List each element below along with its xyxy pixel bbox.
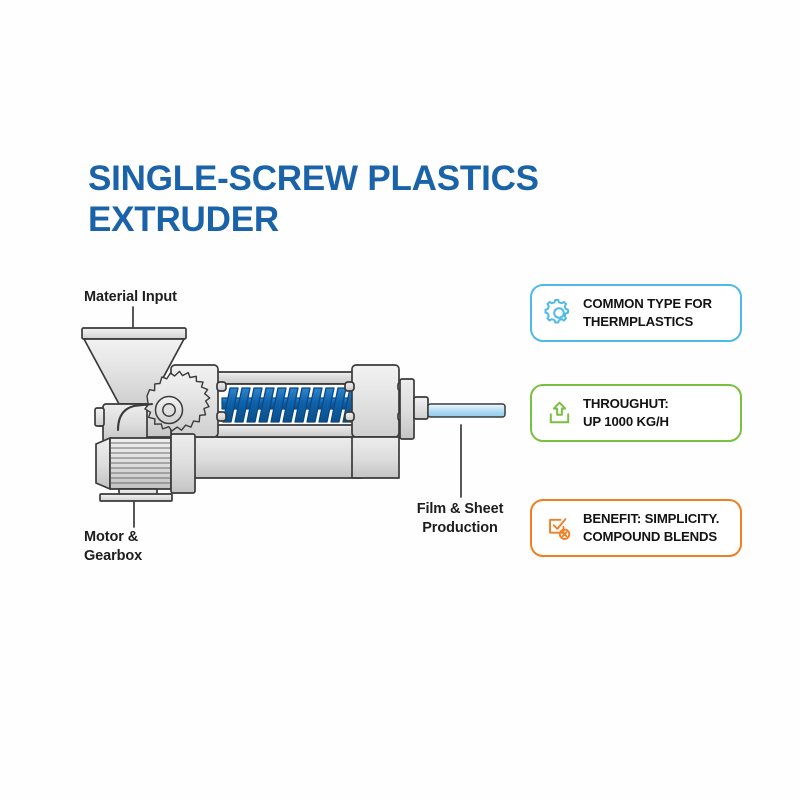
die-lower-block [351, 436, 400, 479]
motor-rear-bell [95, 437, 111, 490]
gearbox [94, 370, 211, 443]
extrudate-sheet [427, 403, 506, 418]
die-clamp-tab-left-bottom [344, 411, 355, 422]
callout-benefit-line-2: COMPOUND BLENDS [583, 529, 718, 544]
label-material-input-line-1: Material Input [84, 289, 177, 305]
motor-base-plate [99, 493, 173, 502]
die-flange-disc [399, 378, 415, 440]
screw [221, 387, 359, 423]
die-clamp-block [351, 364, 400, 438]
drive-gear-bore [162, 403, 176, 417]
callout-common-type-line-1: COMMON TYPE FOR [583, 296, 712, 312]
label-film-sheet-production: Film & Sheet Production [390, 500, 530, 538]
drive-gear [144, 370, 211, 432]
die-clamp-tab-left-top [344, 381, 355, 392]
callout-common-type[interactable]: COMMON TYPE FOR THERMPLASTICS [530, 284, 742, 342]
label-motor-gearbox: Motor & Gearbox [84, 528, 142, 566]
callout-benefit-text: BENEFIT: SIMPLICITY. COMPOUND BLENDS [583, 510, 719, 545]
motor-cooling-fins [110, 442, 171, 484]
callout-throughput-line-2: UP 1000 KG/H [583, 414, 669, 429]
extruder-base-slab [170, 436, 362, 479]
callout-benefit[interactable]: BENEFIT: SIMPLICITY. COMPOUND BLENDS [530, 499, 742, 557]
label-motor-gearbox-line-1: Motor & [84, 529, 139, 545]
callout-common-type-text: COMMON TYPE FOR THERMPLASTICS [583, 295, 712, 330]
feed-block-tab-right-bottom [216, 411, 227, 422]
screw-flights [222, 387, 359, 423]
barrel-bottom-rail [216, 424, 362, 438]
page-title-line-2: EXTRUDER [88, 200, 279, 240]
gearbox-side-boss [94, 407, 105, 427]
callout-benefit-line-1: BENEFIT: SIMPLICITY. [583, 511, 720, 527]
gearbox-link-arm [116, 402, 154, 432]
hopper-lid [81, 327, 187, 340]
feed-block-tab-right-top [216, 381, 227, 392]
barrel-top-rail [216, 371, 362, 385]
die-nozzle [413, 396, 429, 420]
page-title-line-1: SINGLE-SCREW PLASTICS [88, 159, 539, 198]
upload-tray-icon [542, 396, 576, 430]
callout-throughput-text: THROUGHUT: UP 1000 KG/H [583, 395, 669, 430]
callout-common-type-line-2: THERMPLASTICS [583, 314, 694, 329]
motor [95, 433, 196, 502]
label-motor-gearbox-line-2: Gearbox [84, 548, 143, 565]
label-film-sheet-line-1: Film & Sheet [416, 501, 504, 517]
page-title: SINGLE-SCREW PLASTICS EXTRUDER [88, 158, 608, 241]
label-film-sheet-line-2: Production [422, 520, 498, 537]
die-head-assembly [344, 364, 429, 479]
label-material-input: Material Input [84, 288, 177, 307]
motor-front-bell [170, 433, 196, 494]
checkbox-cross-icon [542, 511, 576, 545]
callout-throughput[interactable]: THROUGHUT: UP 1000 KG/H [530, 384, 742, 442]
gear-icon [542, 296, 576, 330]
callout-throughput-line-1: THROUGHUT: [583, 396, 669, 412]
